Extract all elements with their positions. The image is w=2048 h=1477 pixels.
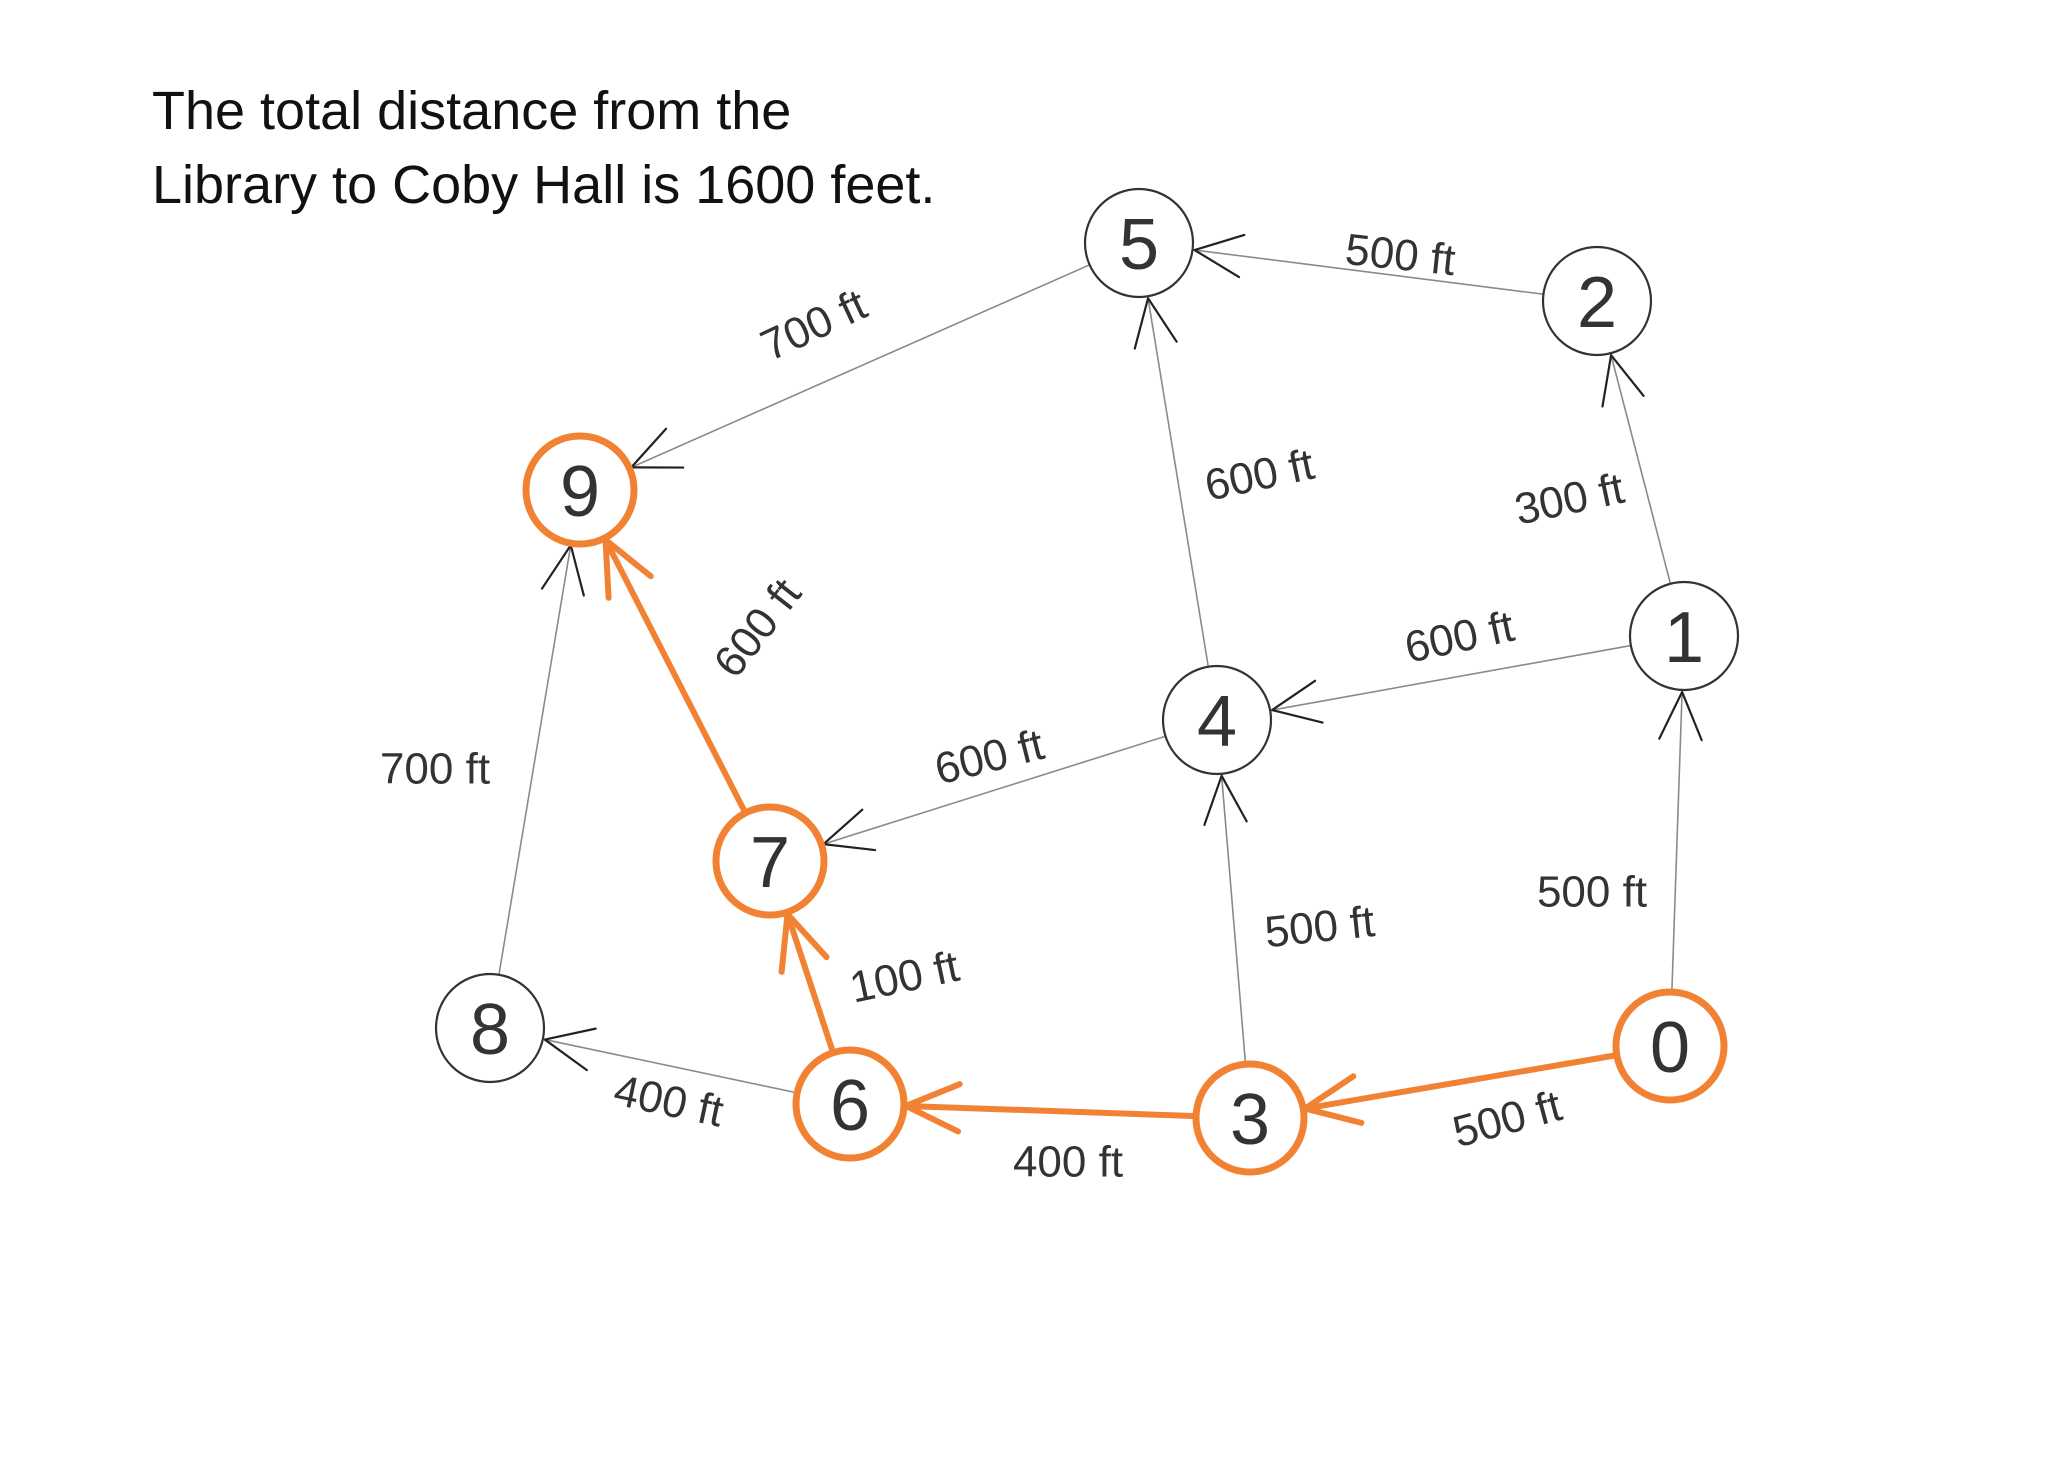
edge-line (602, 536, 749, 816)
edge-line (1671, 691, 1683, 993)
edge-0-to-1 (1658, 690, 1703, 993)
node-label: 7 (750, 823, 790, 903)
arrowhead (1203, 774, 1248, 826)
edge-label-5-9: 700 ft (754, 280, 874, 371)
node-circle (1192, 1060, 1308, 1176)
node-4: 4 (1161, 664, 1273, 776)
node-circle (1541, 245, 1653, 357)
edge-line (1302, 1052, 1620, 1112)
edge-label-1-2: 300 ft (1510, 464, 1628, 535)
edge-8-to-9 (498, 544, 585, 976)
node-circle (522, 432, 638, 548)
edge-line (1193, 249, 1545, 296)
edge-6-to-7 (778, 911, 837, 1056)
edge-label-6-8: 400 ft (610, 1066, 728, 1137)
edge-label-0-3: 500 ft (1448, 1081, 1567, 1157)
nodes-layer: 0 1 2 3 4 5 6 7 8 9 (434, 187, 1740, 1176)
node-circle (1628, 580, 1740, 692)
node-label: 5 (1119, 205, 1159, 285)
edge-1-to-4 (1271, 644, 1632, 724)
edge-line (1147, 297, 1210, 668)
node-label: 4 (1197, 682, 1237, 762)
edge-6-to-8 (543, 1027, 798, 1094)
edge-labels-layer: 500 ft 700 ft 300 ft 600 ft 600 ft 600 ft 600 … (380, 225, 1647, 1187)
caption-line-1: The total distance from the (152, 81, 792, 141)
node-circle (1612, 988, 1728, 1104)
edge-line (630, 264, 1091, 469)
node-label: 9 (560, 452, 600, 532)
edge-3-to-6 (902, 1081, 1200, 1135)
edges-layer (498, 233, 1703, 1135)
node-label: 0 (1650, 1008, 1690, 1088)
edge-line (1271, 644, 1632, 711)
arrowhead (1271, 679, 1324, 724)
node-label: 8 (470, 990, 510, 1070)
arrowhead (543, 1027, 597, 1072)
edge-label-2-5: 500 ft (1343, 225, 1458, 285)
node-8: 8 (434, 972, 546, 1084)
edge-line (902, 1102, 1200, 1120)
edge-label-6-7: 100 ft (845, 942, 963, 1013)
node-label: 1 (1664, 598, 1704, 678)
caption-line-2: Library to Coby Hall is 1600 feet. (152, 155, 936, 215)
edge-label-1-4: 600 ft (1400, 602, 1518, 673)
arrowhead (1193, 233, 1246, 279)
edge-label-7-9: 600 ft (705, 570, 811, 687)
node-2: 2 (1541, 245, 1653, 357)
edge-4-to-5 (1133, 297, 1210, 668)
node-circle (712, 803, 828, 919)
edge-label-4-5: 600 ft (1200, 440, 1318, 511)
node-7: 7 (712, 803, 828, 919)
arrowhead (1658, 690, 1703, 742)
arrowhead (1133, 297, 1178, 350)
node-6: 6 (792, 1046, 908, 1162)
caption: The total distance from the Library to C… (152, 74, 935, 222)
node-label: 6 (830, 1066, 870, 1146)
node-0: 0 (1612, 988, 1728, 1104)
node-1: 1 (1628, 580, 1740, 692)
node-label: 3 (1230, 1080, 1270, 1160)
node-label: 2 (1577, 263, 1617, 343)
node-circle (1083, 187, 1195, 299)
edge-7-to-9 (602, 536, 749, 816)
edge-label-8-9: 700 ft (380, 745, 490, 794)
edge-2-to-5 (1193, 233, 1545, 296)
edge-line (822, 735, 1167, 845)
node-3: 3 (1192, 1060, 1308, 1176)
node-circle (1161, 664, 1273, 776)
node-circle (792, 1046, 908, 1162)
edge-label-4-7: 600 ft (930, 720, 1049, 794)
edge-line (1610, 354, 1672, 585)
edge-line (543, 1038, 798, 1094)
node-circle (434, 972, 546, 1084)
edge-3-to-4 (1203, 774, 1248, 1065)
edge-line (784, 911, 837, 1056)
arrowhead (1601, 354, 1645, 408)
node-9: 9 (522, 432, 638, 548)
node-5: 5 (1083, 187, 1195, 299)
edge-1-to-2 (1601, 354, 1672, 585)
edge-label-0-1: 500 ft (1537, 868, 1647, 917)
edge-line (1220, 775, 1247, 1065)
edge-label-3-6: 400 ft (1013, 1138, 1123, 1187)
edge-label-3-4: 500 ft (1262, 897, 1377, 957)
edge-line (498, 544, 572, 976)
